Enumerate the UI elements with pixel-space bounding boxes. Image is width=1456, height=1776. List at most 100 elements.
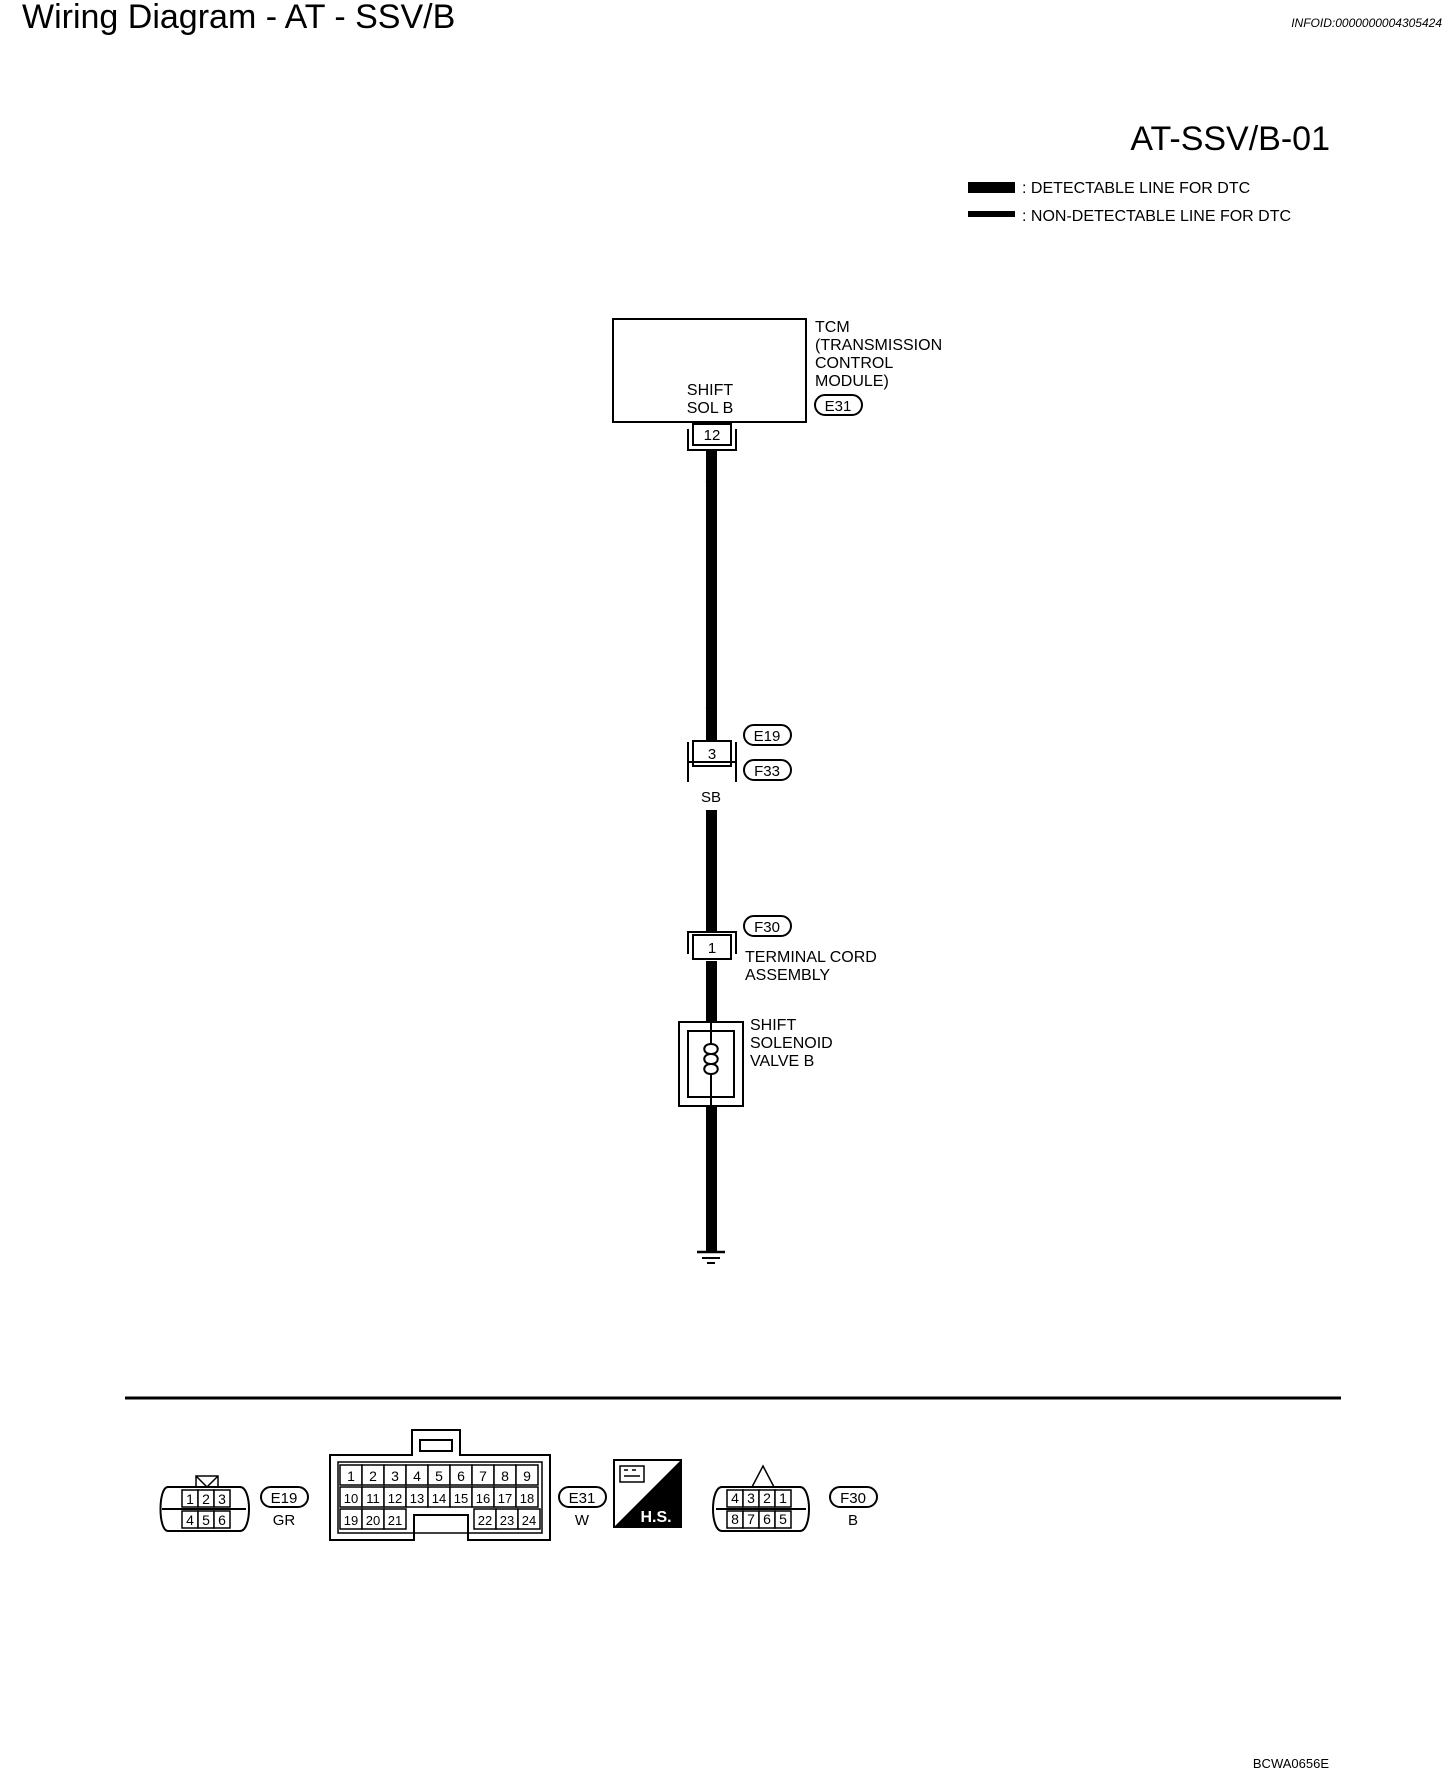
- pin-number: 19: [344, 1513, 358, 1528]
- legend-non-detectable-label: : NON-DETECTABLE LINE FOR DTC: [1022, 208, 1291, 225]
- pin-number: 7: [747, 1511, 755, 1527]
- e19-pin: 1: [186, 1491, 194, 1507]
- wire-color-g-top: G: [705, 474, 717, 491]
- pin-cell: [774, 1489, 792, 1508]
- e19-pin: 5: [202, 1512, 210, 1528]
- joint-connector-top-badge: [743, 724, 792, 746]
- hs-label: H.S.: [640, 1509, 671, 1526]
- e19-badge: [260, 1486, 309, 1508]
- solenoid-label-2: SOLENOID: [750, 1035, 833, 1052]
- pin-cell: [517, 1508, 541, 1530]
- pin-number: 12: [388, 1491, 402, 1506]
- pin-number: 1: [779, 1490, 787, 1506]
- pin-number: 13: [410, 1491, 424, 1506]
- joint-connector-bottom-badge: [743, 759, 792, 781]
- joint-pin-number: 3: [708, 746, 716, 763]
- tcm-pin-connector: 12: [687, 423, 737, 451]
- tcm-box: [612, 318, 807, 423]
- pin-number: 24: [522, 1513, 536, 1528]
- terminal-cord-connector-id: F30: [754, 919, 780, 936]
- wire-tcm-to-joint: [706, 451, 717, 741]
- joint-connector-top-id: E19: [754, 728, 781, 745]
- terminal-cord-connector: 1 F30 TERMINAL CORD ASSEMBLY: [687, 915, 877, 984]
- tcm-name-line2: (TRANSMISSION: [815, 337, 942, 354]
- pin-number: 20: [366, 1513, 380, 1528]
- figure-code: BCWA0656E: [1253, 1756, 1329, 1771]
- page-title: Wiring Diagram - AT - SSV/B: [22, 0, 455, 36]
- joint-connector: 3 E19 F33: [687, 724, 792, 782]
- tcm-terminal-label-2: SOL B: [687, 400, 734, 417]
- tcm-connector-badge: [814, 394, 863, 416]
- e31-id: E31: [569, 1490, 596, 1507]
- f30-color: B: [848, 1512, 858, 1529]
- ground-icon: [697, 1250, 725, 1264]
- shift-solenoid-valve: SHIFT SOLENOID VALVE B: [678, 1017, 833, 1107]
- hs-connector-icon: [619, 1465, 645, 1483]
- pin-number: 17: [498, 1491, 512, 1506]
- wire-color-sb: SB: [701, 789, 721, 806]
- pin-number: 21: [388, 1513, 402, 1528]
- tcm-pin-number: 12: [704, 427, 721, 444]
- wire-joint-to-terminal-cord: [706, 810, 717, 933]
- pin-number: 23: [500, 1513, 514, 1528]
- pin-number: 3: [747, 1490, 755, 1506]
- tcm-terminal-label: SHIFT: [687, 382, 733, 399]
- pin-number: 15: [454, 1491, 468, 1506]
- pin-number: 4: [413, 1468, 421, 1484]
- pin-number: 8: [501, 1468, 509, 1484]
- f30-id: F30: [840, 1490, 866, 1507]
- pin-cell: [515, 1464, 539, 1486]
- solenoid-label: SHIFT: [750, 1017, 796, 1034]
- terminal-cord-label: TERMINAL CORD: [745, 949, 877, 966]
- pin-number: 14: [432, 1491, 446, 1506]
- pin-number: 16: [476, 1491, 490, 1506]
- pin-number: 1: [347, 1468, 355, 1484]
- e19-color: GR: [273, 1512, 296, 1529]
- pin-cell: [774, 1510, 792, 1529]
- diagram-code: AT-SSV/B-01: [1130, 120, 1330, 158]
- e19-pin: 2: [202, 1491, 210, 1507]
- pin-cell: [383, 1508, 407, 1530]
- info-id: INFOID:0000000004305424: [1291, 16, 1442, 30]
- wire-terminal-cord-to-solenoid: [706, 961, 717, 1023]
- e19-pin: 3: [218, 1491, 226, 1507]
- legend-detectable-swatch: [968, 182, 1015, 193]
- pin-number: 10: [344, 1491, 358, 1506]
- tcm-module: SHIFT SOL B TCM (TRANSMISSION CONTROL MO…: [612, 318, 942, 423]
- tcm-name-line3: CONTROL: [815, 355, 893, 372]
- wire-solenoid-to-ground: [706, 1105, 717, 1252]
- pin-number: 6: [763, 1511, 771, 1527]
- e19-pin: 6: [218, 1512, 226, 1528]
- pin-number: 22: [478, 1513, 492, 1528]
- pin-number: 5: [779, 1511, 787, 1527]
- connector-view-e19: 1 2 3 4 5 6 E19 GR: [159, 1475, 309, 1532]
- e31-badge: [558, 1486, 607, 1508]
- pin-number: 2: [369, 1468, 377, 1484]
- pin-number: 5: [435, 1468, 443, 1484]
- pin-cell: [515, 1486, 539, 1508]
- pin-number: 9: [523, 1468, 531, 1484]
- e19-id: E19: [271, 1490, 298, 1507]
- pin-number: 6: [457, 1468, 465, 1484]
- legend-non-detectable-swatch: [968, 211, 1015, 217]
- pin-number: 4: [731, 1490, 739, 1506]
- joint-connector-bottom-id: F33: [754, 763, 780, 780]
- f30-badge: [829, 1486, 878, 1508]
- terminal-cord-pin-number: 1: [708, 940, 716, 957]
- e19-pin: 4: [186, 1512, 194, 1528]
- pin-number: 8: [731, 1511, 739, 1527]
- tcm-name-line4: MODULE): [815, 373, 889, 390]
- pin-number: 11: [366, 1491, 380, 1506]
- terminal-cord-connector-badge: [743, 915, 792, 937]
- legend-detectable-label: : DETECTABLE LINE FOR DTC: [1022, 180, 1250, 197]
- e19-key-icon: [195, 1475, 219, 1489]
- pin-number: 7: [479, 1468, 487, 1484]
- tcm-name: TCM: [815, 319, 850, 336]
- terminal-cord-label-2: ASSEMBLY: [745, 967, 830, 984]
- wire-color-g-bottom: G: [705, 700, 717, 717]
- harness-side-symbol: H.S.: [613, 1459, 682, 1528]
- tcm-connector-id: E31: [825, 398, 852, 415]
